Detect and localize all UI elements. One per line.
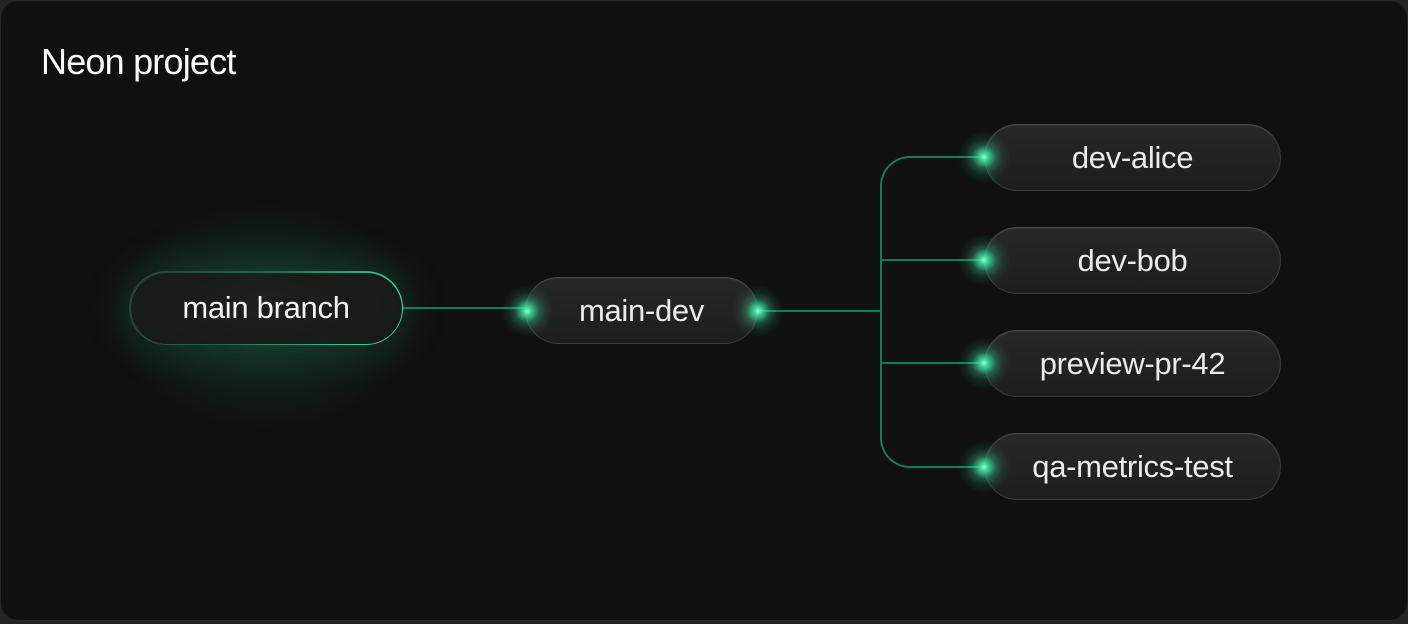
node-main-dev-label: main-dev	[578, 292, 705, 328]
node-main-dev[interactable]: main-dev	[525, 277, 758, 344]
branch-line-preview-pr-42	[880, 362, 984, 364]
node-preview-pr-42[interactable]: preview-pr-42	[984, 330, 1281, 397]
node-dev-alice[interactable]: dev-alice	[984, 124, 1281, 191]
node-preview-pr-42-label: preview-pr-42	[1039, 345, 1226, 381]
connector-maindev-to-trunk	[757, 310, 882, 312]
branch-trunk-bracket	[880, 156, 984, 468]
node-dev-bob[interactable]: dev-bob	[984, 227, 1281, 294]
node-main-branch[interactable]: main branch	[129, 271, 403, 345]
node-main-branch-label: main branch	[130, 272, 402, 344]
node-qa-metrics-test[interactable]: qa-metrics-test	[984, 433, 1281, 500]
node-dev-alice-label: dev-alice	[1071, 139, 1194, 175]
connector-main-to-maindev	[401, 307, 527, 309]
node-qa-metrics-test-label: qa-metrics-test	[1032, 448, 1233, 484]
branch-line-dev-bob	[880, 259, 984, 261]
node-dev-bob-label: dev-bob	[1077, 242, 1188, 278]
panel-title: Neon project	[41, 41, 236, 82]
